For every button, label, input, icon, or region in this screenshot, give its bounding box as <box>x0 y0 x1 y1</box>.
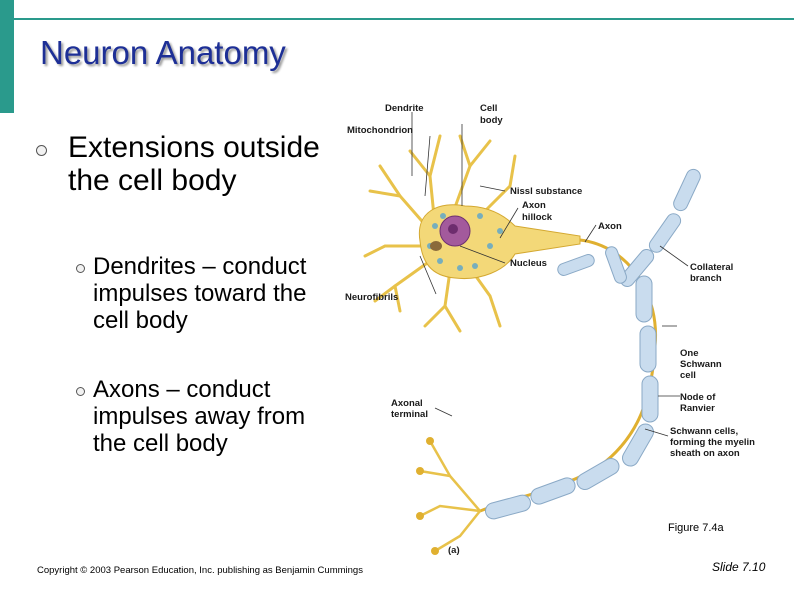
bullet-dot-icon <box>76 264 85 273</box>
label-mitochondrion: Mitochondrion <box>347 125 413 136</box>
bullet-dendrites: Dendrites – conduct impulses toward the … <box>76 253 326 334</box>
bullet-main: Extensions outside the cell body <box>36 131 326 197</box>
label-nucleus: Nucleus <box>510 258 547 269</box>
terminal-knobs <box>416 437 439 555</box>
bullet-main-text: Extensions outside the cell body <box>68 131 320 197</box>
label-dendrite: Dendrite <box>385 103 424 114</box>
bullet-dot-icon <box>36 145 47 156</box>
title-rule <box>14 18 794 20</box>
label-terminal-1: Axonal <box>391 398 423 409</box>
bullet-dot-icon <box>76 387 85 396</box>
label-cell-body-2: body <box>480 115 503 126</box>
label-axon: Axon <box>598 221 622 232</box>
nissl-substance <box>427 213 503 271</box>
bullet-dendrites-text: Dendrites – conduct impulses toward the … <box>93 253 307 334</box>
bullet-axons: Axons – conduct impulses away from the c… <box>76 376 326 457</box>
neuron-diagram: Dendrite Cell body Mitochondrion Nissl s… <box>345 103 755 556</box>
label-myelin-3: sheath on axon <box>670 448 740 459</box>
label-collateral-2: branch <box>690 273 722 284</box>
label-axon-hillock-2: hillock <box>522 212 553 223</box>
bullet-axons-text: Axons – conduct impulses away from the c… <box>93 376 306 457</box>
label-panel: (a) <box>448 545 460 556</box>
label-nissl: Nissl substance <box>510 186 582 197</box>
label-collateral-1: Collateral <box>690 262 733 273</box>
label-node-2: Ranvier <box>680 403 715 414</box>
copyright-text: Copyright © 2003 Pearson Education, Inc.… <box>37 565 363 576</box>
label-myelin-2: forming the myelin <box>670 437 755 448</box>
label-axon-hillock-1: Axon <box>522 200 546 211</box>
leader-lines <box>411 112 689 437</box>
myelin-sheath <box>485 168 701 520</box>
label-node-1: Node of <box>680 392 716 403</box>
label-terminal-2: terminal <box>391 409 428 420</box>
label-myelin-1: Schwann cells, <box>670 426 738 437</box>
mitochondrion <box>430 241 442 251</box>
axon-terminals <box>419 440 481 553</box>
figure-caption: Figure 7.4a <box>668 522 724 534</box>
nucleolus <box>448 224 458 234</box>
accent-bar <box>0 0 14 113</box>
slide-number: Slide 7.10 <box>712 560 766 574</box>
label-schwann-3: cell <box>680 370 696 381</box>
label-neurofibrils: Neurofibrils <box>345 292 398 303</box>
slide-title: Neuron Anatomy <box>40 34 286 71</box>
label-schwann-2: Schwann <box>680 359 722 370</box>
label-schwann-1: One <box>680 348 698 359</box>
label-cell-body-1: Cell <box>480 103 497 114</box>
